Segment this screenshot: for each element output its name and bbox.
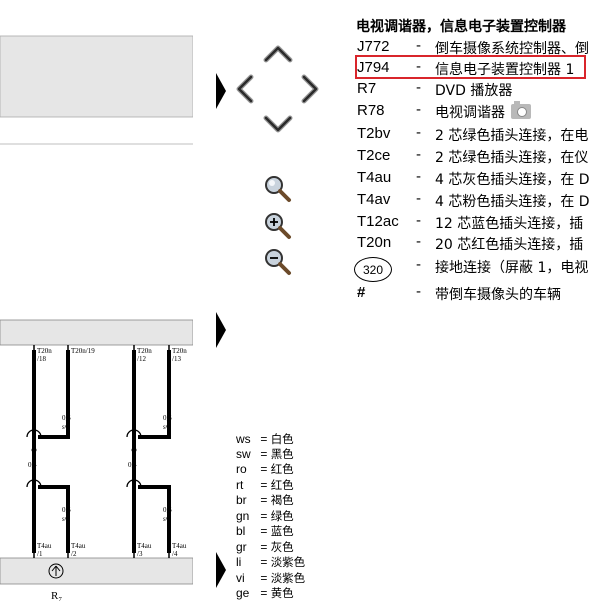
legend-desc: 12 芯蓝色插头连接，插	[435, 216, 584, 232]
color-code-item: bl = 蓝色	[236, 524, 294, 538]
legend-code: T20n	[357, 234, 392, 251]
legend-code: T2bv	[357, 125, 391, 142]
color-code-item: ro = 红色	[236, 462, 294, 476]
legend-code: T12ac	[357, 213, 399, 230]
label-t4au-1: T4au/1	[37, 542, 52, 558]
expand-arrow-2[interactable]	[216, 312, 226, 348]
zoom-in-icon[interactable]	[263, 211, 293, 241]
component-label-r7: R₇	[51, 590, 62, 602]
label-t20n-18: T20n/18	[37, 347, 52, 363]
wire-right-shield-lower	[138, 485, 171, 553]
legend-code: #	[357, 284, 366, 301]
legend-desc: 电视调谐器	[435, 105, 505, 121]
label-t20n-13: T20n/13	[172, 347, 187, 363]
diagram-panel-upper	[0, 35, 193, 118]
legend-desc: 2 芯绿色插头连接，在仪	[435, 150, 589, 166]
color-code-item: ge = 黄色	[236, 586, 294, 600]
legend-code: J772	[357, 38, 390, 55]
zoom-out-icon[interactable]	[263, 247, 293, 277]
label-t4au-3: T4au/3	[137, 542, 152, 558]
wire-right-shield	[138, 350, 171, 439]
wire-left-shield	[38, 350, 70, 439]
color-code-item: li = 淡紫色	[236, 555, 306, 569]
selected-highlight	[355, 55, 586, 79]
ground-badge: 320	[354, 257, 392, 282]
legend-title: 电视调谐器，信息电子装置控制器	[356, 19, 566, 35]
pan-down-icon[interactable]	[263, 113, 293, 135]
expand-arrow-3[interactable]	[216, 552, 226, 588]
label-t20n-19: T20n/19	[71, 347, 95, 355]
antenna-symbol-icon	[48, 563, 64, 579]
legend-desc: 信息电子装置控制器 1	[435, 62, 575, 78]
camera-icon[interactable]	[511, 101, 531, 119]
label-wire-04-1: 0,4	[28, 461, 37, 469]
legend-code: J794	[357, 59, 390, 76]
label-t4au-4: T4au/4	[172, 542, 187, 558]
component-band-r7	[0, 557, 193, 585]
color-code-item: sw = 黑色	[236, 447, 294, 461]
expand-arrow-1[interactable]	[216, 73, 226, 109]
pan-left-icon[interactable]	[234, 74, 256, 104]
legend-desc: 4 芯灰色插头连接，在 D	[435, 172, 590, 188]
wire-left-shield-lower	[38, 485, 70, 553]
color-code-item: vi = 淡紫色	[236, 571, 306, 585]
zoom-icon[interactable]	[263, 174, 293, 204]
legend-desc: 带倒车摄像头的车辆	[435, 287, 561, 303]
label-wire-04-2: 0,4	[128, 461, 137, 469]
color-code-item: gr = 灰色	[236, 540, 294, 554]
legend-desc: DVD 播放器	[435, 83, 513, 99]
legend-desc: 20 芯红色插头连接，插	[435, 237, 584, 253]
legend-code: R78	[357, 102, 385, 119]
legend-code: T4au	[357, 169, 392, 186]
legend-desc: 倒车摄像系统控制器、倒	[435, 41, 589, 57]
connector-band-top	[0, 319, 193, 346]
legend-code: R7	[357, 80, 377, 97]
color-code-item: gn = 绿色	[236, 509, 294, 523]
legend-panel: 电视调谐器，信息电子装置控制器 J772 - 倒车摄像系统控制器、倒 J794 …	[352, 14, 605, 314]
label-t20n-12: T20n/12	[137, 347, 152, 363]
pan-right-icon[interactable]	[299, 74, 321, 104]
label-t4au-2: T4au/2	[71, 542, 86, 558]
legend-code: T4av	[357, 191, 391, 208]
legend-desc: 2 芯绿色插头连接，在电	[435, 128, 589, 144]
color-code-item: ws = 白色	[236, 432, 294, 446]
color-code-item: br = 褐色	[236, 493, 294, 507]
pan-up-icon[interactable]	[263, 43, 293, 65]
legend-desc: 接地连接（屏蔽 1，电视	[435, 260, 589, 276]
legend-desc: 4 芯粉色插头连接，在 D	[435, 194, 590, 210]
color-code-item: rt = 红色	[236, 478, 294, 492]
legend-code: T2ce	[357, 147, 391, 164]
